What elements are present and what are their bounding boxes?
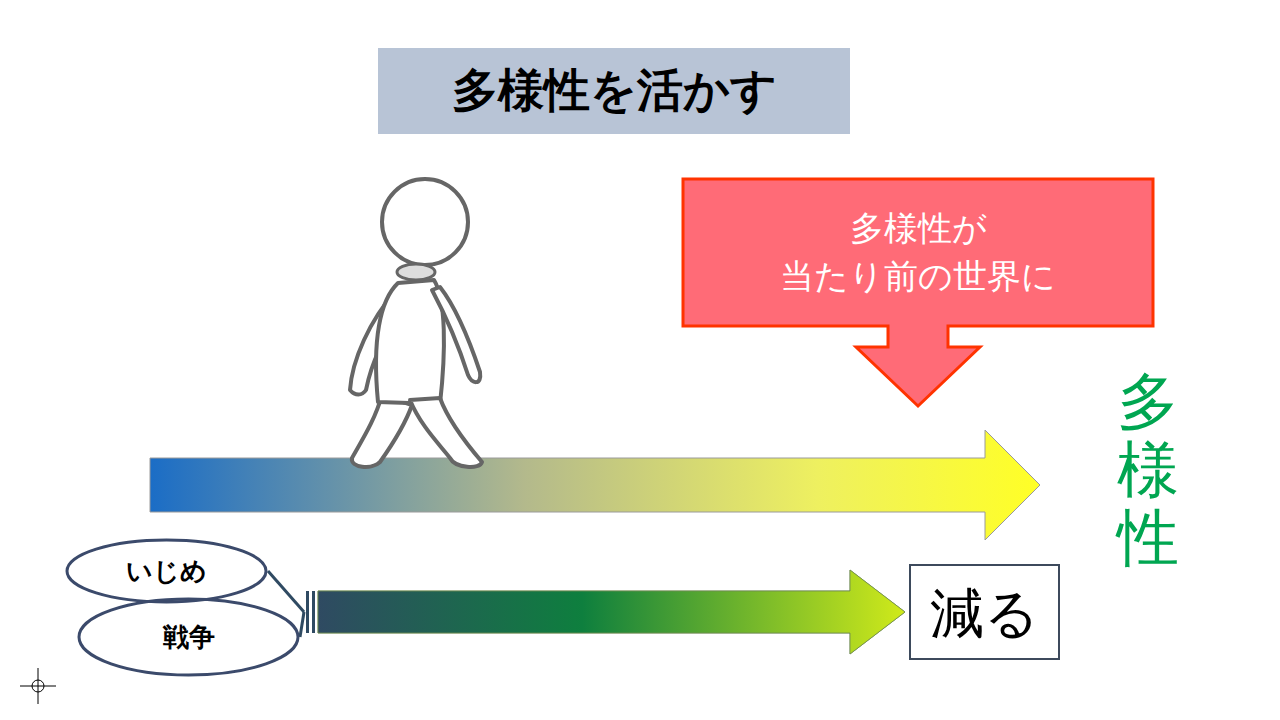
- flow-arrow: [300, 570, 905, 654]
- tail-stripe: [306, 591, 309, 633]
- result-box: 減る: [909, 564, 1060, 660]
- text-holder: 多様性が 当たり前の世界に: [681, 177, 1155, 328]
- node-text: 戦争: [163, 619, 215, 655]
- text-holder: 戦争: [77, 597, 300, 677]
- progress-arrow: [150, 430, 1040, 540]
- text-holder: 減る: [911, 566, 1058, 662]
- ellipse-outline: [79, 599, 298, 675]
- flow-arrow-body: [318, 570, 905, 654]
- title-box: 多様性を活かす: [378, 48, 850, 134]
- lead-line: [300, 612, 304, 637]
- flow-arrow: [268, 570, 905, 654]
- flow-arrow-body: [318, 570, 905, 654]
- callout-box: 多様性が 当たり前の世界に: [681, 177, 1155, 410]
- node-text: いじめ: [126, 553, 207, 589]
- title-text: 多様性を活かす: [452, 60, 777, 122]
- tail-stripe: [312, 591, 315, 633]
- node-text: 減る: [930, 576, 1039, 652]
- ellipse-node: 戦争: [77, 597, 300, 677]
- ellipse-node: いじめ: [65, 538, 268, 604]
- tail-stripe: [306, 591, 309, 633]
- ellipse-outline: [67, 540, 266, 602]
- callout-outline: [683, 179, 1153, 406]
- crosshair-mark: [20, 668, 56, 704]
- walking-figure: [350, 179, 482, 467]
- lead-line: [268, 571, 304, 612]
- text-holder: いじめ: [65, 538, 268, 604]
- tail-stripe: [312, 591, 315, 633]
- vertical-label: 多様性: [1117, 368, 1179, 573]
- node-text: 多様性が 当たり前の世界に: [758, 205, 1078, 300]
